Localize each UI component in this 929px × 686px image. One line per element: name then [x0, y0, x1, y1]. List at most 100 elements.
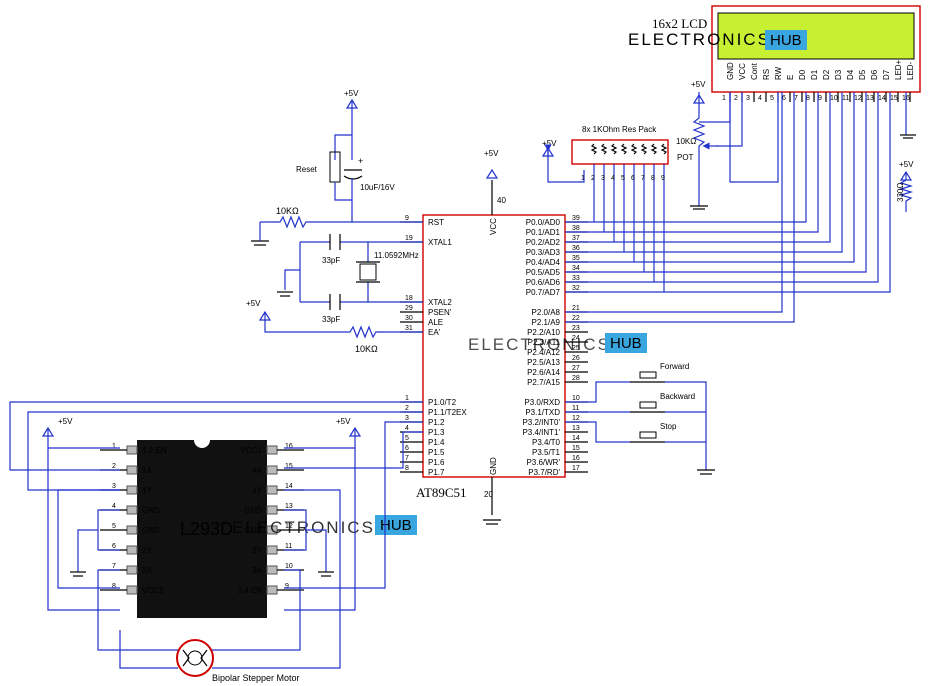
supply-arrow [485, 168, 499, 179]
pot-vcc: +5V [691, 80, 706, 89]
mcu-pin-name: P1.5 [428, 448, 445, 457]
driver-pin-pad [126, 525, 138, 535]
mcu-pin-number: 17 [572, 465, 580, 472]
mcu-pin-number: 35 [572, 255, 580, 262]
driver-pin-pad [126, 465, 138, 475]
mcu-pin-name: P2.1/A9 [532, 318, 561, 327]
mcu-pin-number: 2 [405, 405, 409, 412]
led-vcc: +5V [899, 160, 914, 169]
mcu-vcc-label: VCC [489, 218, 498, 235]
lcd-pin-number: 12 [854, 95, 862, 102]
supply-arrow [692, 93, 706, 104]
mcu-pin-number: 26 [572, 355, 580, 362]
pot-name: POT [677, 153, 694, 162]
mcu-pin-name: P0.3/AD3 [526, 248, 561, 257]
driver-pin-number: 16 [285, 443, 293, 450]
mcu-pin-name: P0.1/AD1 [526, 228, 561, 237]
res-pack-resistor [620, 143, 628, 155]
driver-pin-number: 6 [112, 543, 116, 550]
driver-wiring [9, 401, 423, 669]
watermark-mid: ELECTRONICS HUB [468, 333, 647, 354]
lcd-pin-number: 9 [818, 95, 822, 102]
lcd-pin-label: RS [762, 69, 771, 80]
mcu-pin-name: P3.0/RXD [524, 398, 560, 407]
reset-vcc: +5V [344, 89, 359, 98]
mcu-pin-number: 9 [405, 215, 409, 222]
mcu-pin-number: 6 [405, 445, 409, 452]
driver-pin-number: 11 [285, 543, 292, 550]
lcd-pin-number: 15 [890, 95, 898, 102]
mcu-pin-name: P0.6/AD6 [526, 278, 561, 287]
lcd-pin-label: D4 [846, 69, 855, 80]
driver-pin-number: 3 [112, 483, 116, 490]
mcu-pin-number: 5 [405, 435, 409, 442]
driver-pin-name: 1,2 EN [142, 446, 167, 455]
watermark-bottom: ELECTRONICS HUB [232, 515, 417, 537]
driver-pin-pad [126, 585, 138, 595]
res-pack-resistor [660, 143, 668, 155]
lcd-pin-label: RW [774, 66, 783, 80]
stepper-motor: Bipolar Stepper Motor [176, 639, 300, 683]
driver-pin-pad [266, 585, 278, 595]
mcu-outline [422, 214, 566, 478]
mcu-pin-number: 36 [572, 245, 580, 252]
cap-value: 10uF/16V [360, 183, 395, 192]
mcu-pin-name: P3.6/WR' [526, 458, 560, 467]
supply-arrow [348, 426, 362, 437]
mcu-pin-number: 12 [572, 415, 580, 422]
supply-arrows [41, 93, 913, 437]
supply-arrow [899, 170, 913, 181]
mcu-pin-name: P3.2/INT0' [522, 418, 560, 427]
lcd-pin-number: 6 [782, 95, 786, 102]
driver-pin-pad [126, 485, 138, 495]
driver-pin-pad [126, 565, 138, 575]
mcu-pin-number: 32 [572, 285, 580, 292]
mcu-pin-name: P0.7/AD7 [526, 288, 561, 297]
driver-pin-name: 2A [142, 566, 152, 575]
res-pack-pin-number: 8 [651, 175, 655, 182]
mcu-pin-name: P2.2/A10 [527, 328, 560, 337]
motor-label: Bipolar Stepper Motor [212, 673, 300, 683]
driver-pin-name: 4A [252, 466, 262, 475]
mcu-pin-number: 8 [405, 465, 409, 472]
mcu-pin-name: P1.1/T2EX [428, 408, 467, 417]
driver-pin-name: 1A [142, 466, 152, 475]
mcu-pin-number: 18 [405, 295, 413, 302]
mcu-pin-name: P2.0/A8 [532, 308, 561, 317]
mcu-pin-name: P1.7 [428, 468, 445, 477]
driver-pin-name: 3A [252, 566, 262, 575]
driver-pin-name: VCC2 [142, 586, 164, 595]
driver-pin-number: 7 [112, 563, 116, 570]
driver-grounds: +5V +5V [58, 417, 351, 577]
lcd-pin-label: LED+ [894, 59, 903, 80]
backlight-resistor: +5V 330Ω [896, 92, 916, 212]
res-pack-pin-number: 6 [631, 175, 635, 182]
supply-arrow [541, 146, 555, 157]
mcu-pin-number: 38 [572, 225, 580, 232]
mcu-vcc-pin: 40 [497, 196, 506, 205]
lcd-pin-label: D7 [882, 69, 891, 80]
lcd-pin-label: GND [726, 62, 735, 80]
driver-pin-pad [126, 545, 138, 555]
res-pack-resistor [640, 143, 648, 155]
watermark-badge-bg [605, 333, 647, 353]
watermark-text: ELECTRONICS [232, 518, 375, 537]
res-pack-pin-number: 2 [591, 175, 595, 182]
res-pack-resistor [650, 143, 658, 155]
driver-pin-number: 1 [112, 443, 116, 450]
lcd-pin-number: 4 [758, 95, 762, 102]
driver-pin-number: 10 [285, 563, 293, 570]
cap1-label: 33pF [322, 256, 340, 265]
supply-arrow [41, 426, 55, 437]
lcd-pin-label: D1 [810, 69, 819, 80]
driver-pin-name: VCC1 [241, 446, 263, 455]
driver-name: L293D [180, 519, 233, 539]
lcd-pin-label: Cont [750, 62, 759, 80]
driver-pin-pad [266, 565, 278, 575]
mcu-pin-number: 16 [572, 455, 580, 462]
mcu-pin-name: P0.0/AD0 [526, 218, 561, 227]
res-pack-label: 8x 1KOhm Res Pack [582, 125, 657, 134]
crystal-label: 11.0592MHz [374, 251, 419, 260]
